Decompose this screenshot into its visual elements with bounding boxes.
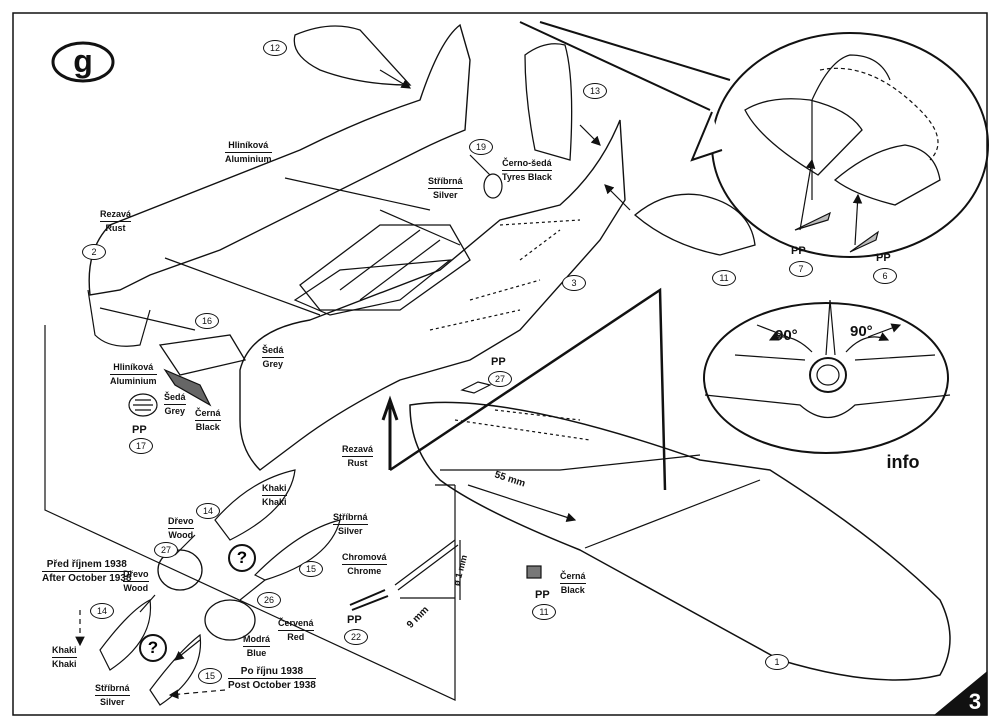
part-number-13: 13 bbox=[583, 83, 607, 99]
part-number-14-bottom: 14 bbox=[90, 603, 114, 619]
part-number-1: 1 bbox=[765, 654, 789, 670]
part-17-disc bbox=[128, 393, 158, 417]
pp-label-11: PP bbox=[535, 589, 550, 601]
page-frame bbox=[12, 12, 988, 716]
angle-right: 90° bbox=[850, 323, 873, 340]
question-mark-bottom: ? bbox=[139, 634, 167, 662]
fin-13 bbox=[524, 43, 573, 161]
fuselage-left bbox=[88, 23, 471, 296]
part-number-6: 6 bbox=[873, 268, 897, 284]
step-badge-outline bbox=[51, 41, 115, 83]
part-number-3: 3 bbox=[562, 275, 586, 291]
page-number: 3 bbox=[968, 689, 982, 714]
tailplane-12 bbox=[293, 25, 412, 86]
part-number-2: 2 bbox=[82, 244, 106, 260]
info-label: info bbox=[886, 452, 920, 472]
part-number-19: 19 bbox=[469, 139, 493, 155]
part-number-12: 12 bbox=[263, 40, 287, 56]
part-number-22: 22 bbox=[344, 629, 368, 645]
part-number-7: 7 bbox=[789, 261, 813, 277]
pp-label-27: PP bbox=[491, 356, 506, 368]
part-number-14-top: 14 bbox=[196, 503, 220, 519]
pp-label-7: PP bbox=[791, 245, 806, 257]
part-11-grid bbox=[526, 565, 542, 579]
part-number-17: 17 bbox=[129, 438, 153, 454]
pp-label-22: PP bbox=[347, 614, 362, 626]
part-number-16: 16 bbox=[195, 313, 219, 329]
pp-label-6: PP bbox=[876, 252, 891, 264]
part-number-15-bottom: 15 bbox=[198, 668, 222, 684]
part-number-27: 27 bbox=[154, 542, 178, 558]
front-view-circle bbox=[703, 302, 949, 454]
callout-pointer bbox=[519, 21, 731, 111]
part-number-27-pp: 27 bbox=[488, 371, 512, 387]
part-number-15-top: 15 bbox=[299, 561, 323, 577]
part-number-11-wing: 11 bbox=[532, 604, 556, 620]
part-number-26: 26 bbox=[257, 592, 281, 608]
step-label: g bbox=[73, 43, 93, 79]
tailwheel-19 bbox=[483, 173, 503, 199]
tailplane-11 bbox=[633, 193, 756, 256]
pp-label-17: PP bbox=[132, 424, 147, 436]
tail-detail-circle bbox=[711, 32, 989, 258]
part-number-11-tail: 11 bbox=[712, 270, 736, 286]
wing-1 bbox=[409, 401, 951, 681]
page-corner bbox=[933, 670, 988, 716]
question-mark-top: ? bbox=[228, 544, 256, 572]
angle-left: 90° bbox=[775, 327, 798, 344]
fuselage-right bbox=[239, 119, 626, 471]
spinner-26 bbox=[204, 599, 256, 641]
